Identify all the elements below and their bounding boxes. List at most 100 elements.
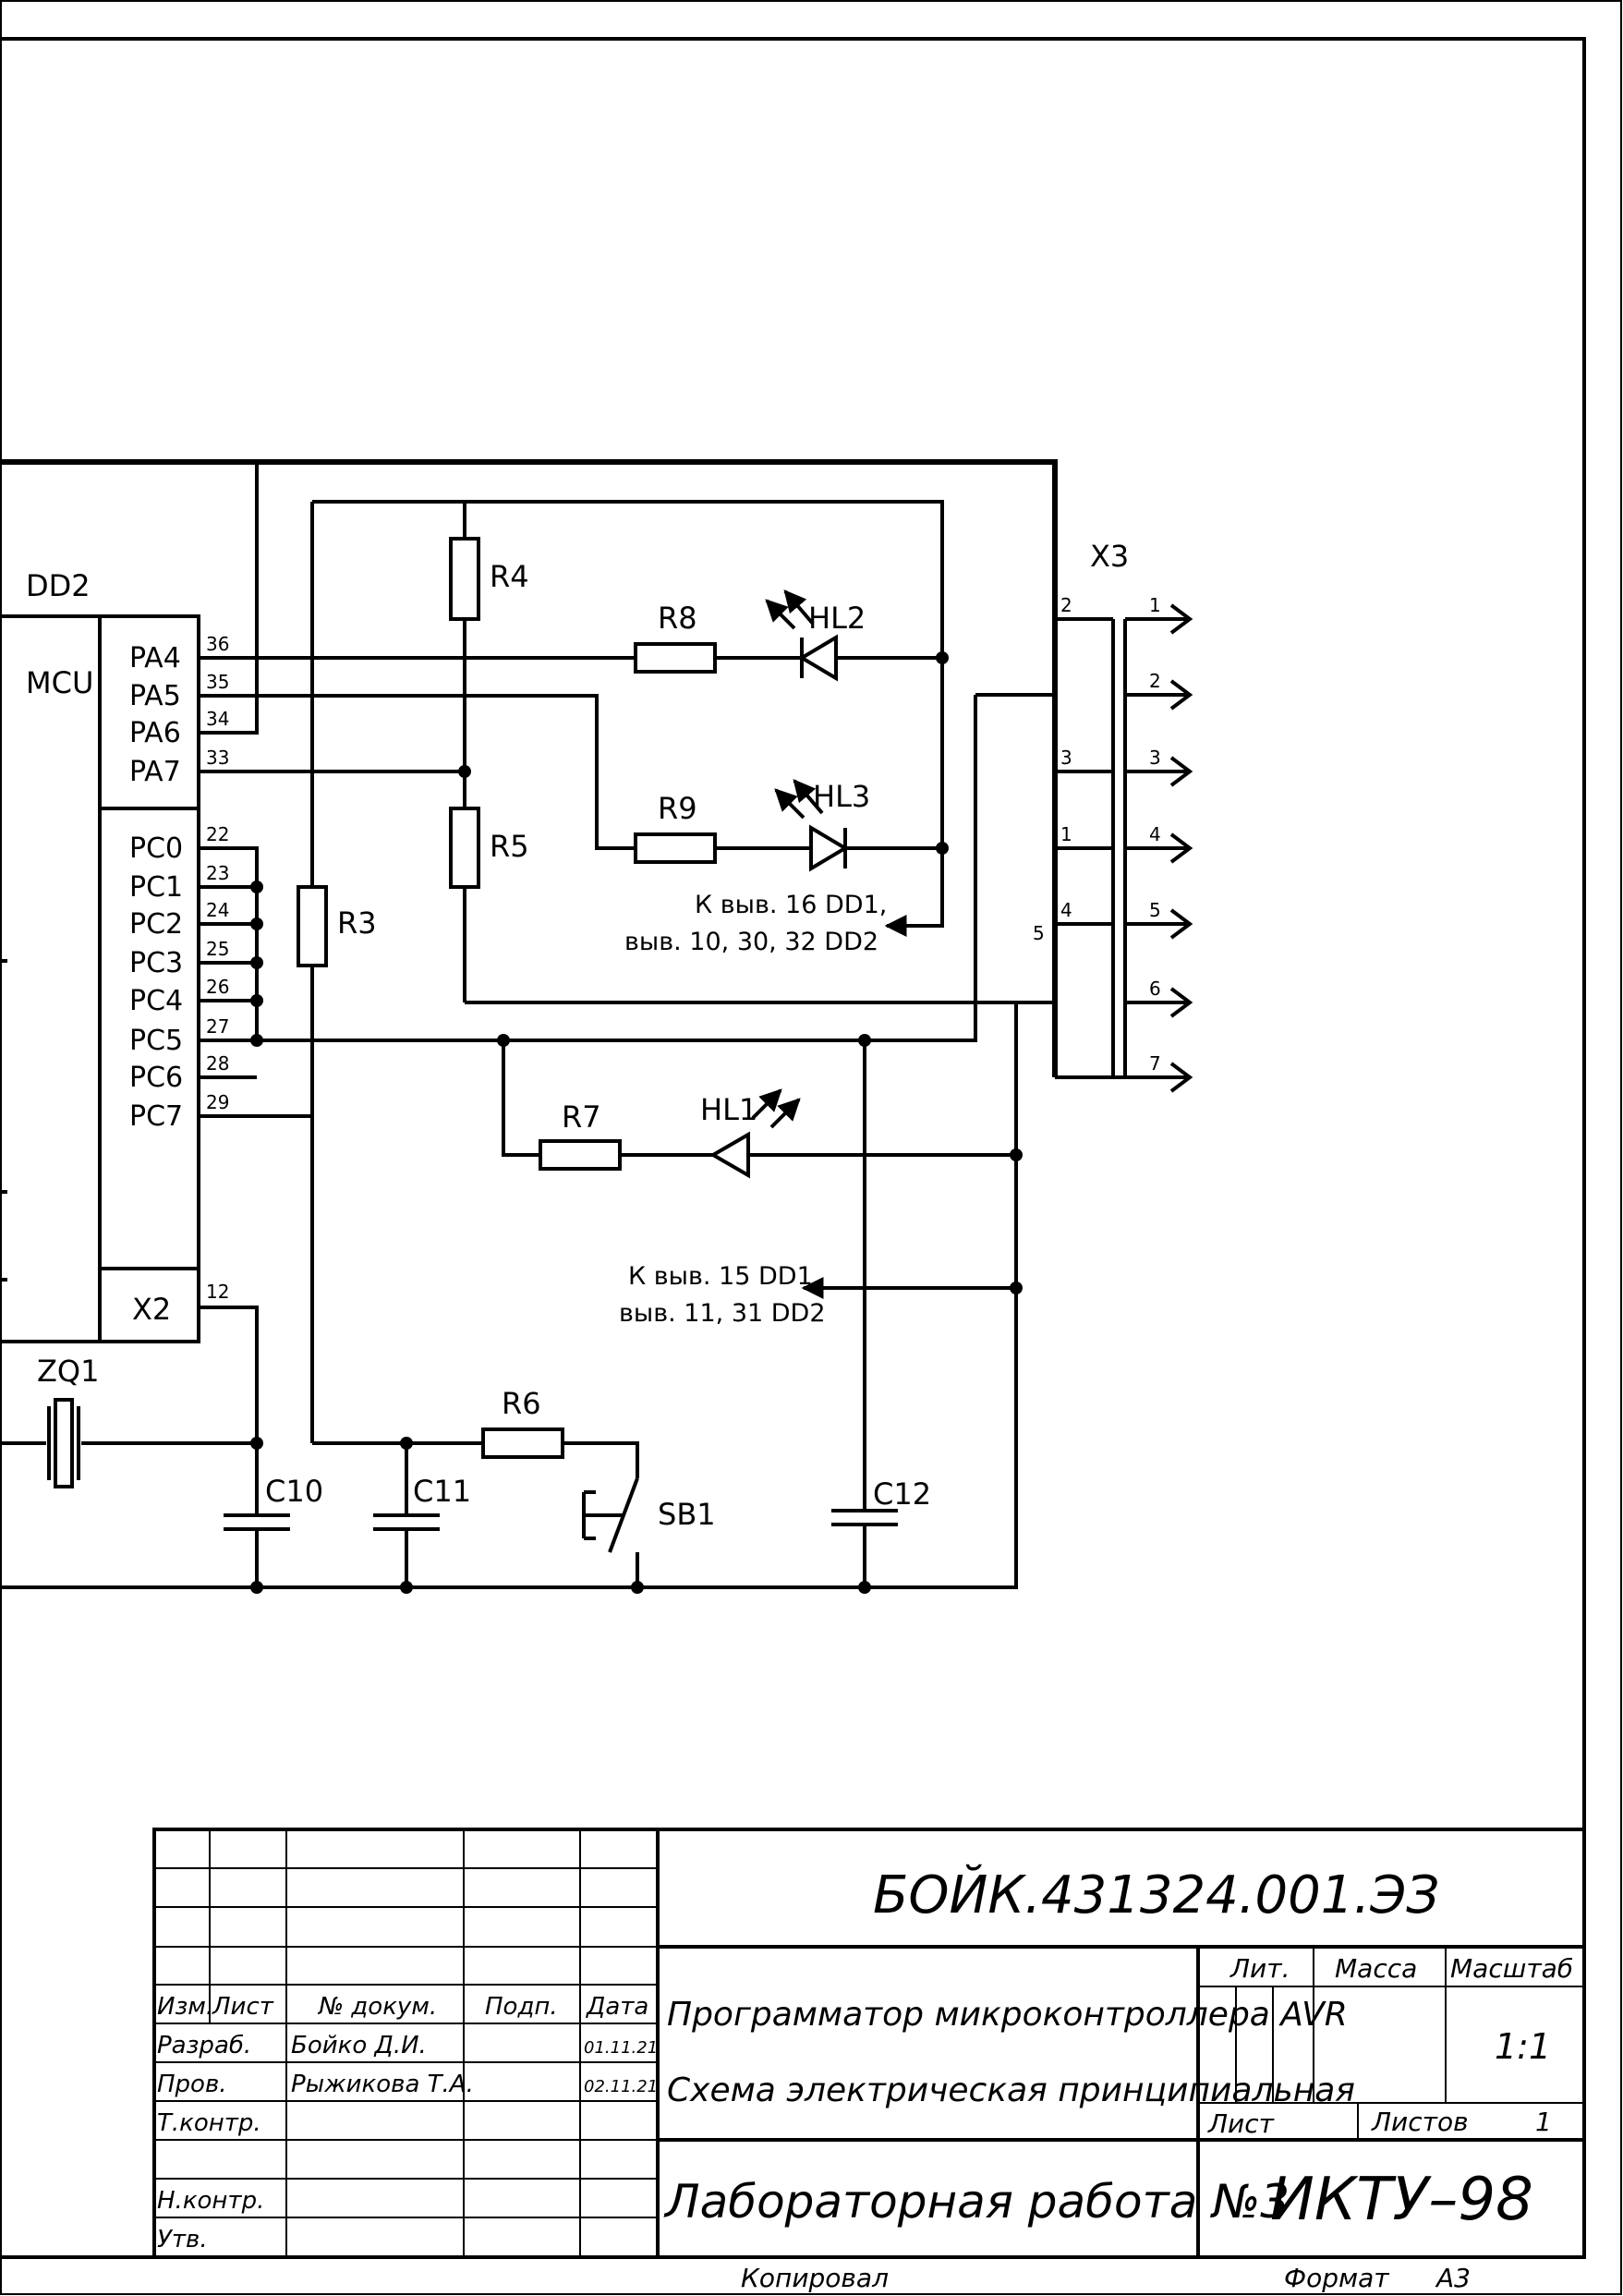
c12-label: C12 — [873, 1476, 931, 1512]
title-block: БОЙК.431324.001.ЭЗ Программатор микрокон… — [152, 1828, 1586, 2293]
pin-name-pa7: PA7 — [129, 756, 181, 788]
sheets-label: Листов — [1371, 2107, 1469, 2137]
pin-name-pc6: PC6 — [129, 1062, 183, 1094]
gnd-note-line2: выв. 11, 31 DD2 — [619, 1299, 826, 1328]
x3-right-pin-3: 3 — [1149, 747, 1161, 769]
vcc-note-line1: К выв. 16 DD1, — [695, 891, 887, 919]
col-podp: Подп. — [485, 1993, 558, 2021]
r9-label: R9 — [658, 791, 697, 826]
pa4-led-branch: R8 HL2 — [199, 589, 942, 682]
x3-output-arrow-4 — [1169, 832, 1193, 864]
led-hl2 — [798, 634, 838, 682]
x3-left-pin-4: 4 — [1060, 899, 1072, 921]
scale-value: 1:1 — [1495, 2026, 1551, 2067]
hl3-label: HL3 — [813, 779, 870, 814]
x3-left-pin-3: 3 — [1060, 747, 1072, 769]
x3-right-pin-1: 1 — [1149, 594, 1161, 616]
razrab-name: Бойко Д.И. — [291, 2032, 427, 2059]
pin-number-22: 22 — [206, 823, 229, 845]
x3-output-arrow-7 — [1169, 1062, 1193, 1093]
col-list: Лист — [212, 1993, 274, 2021]
reset-and-clock: ZQ1 C10 C11 R6 SB1 — [0, 1354, 716, 1587]
c11-label: C11 — [413, 1474, 471, 1509]
pin-number-24: 24 — [206, 899, 229, 921]
r3-label: R3 — [337, 905, 377, 941]
resistor-r8 — [634, 642, 717, 674]
pin-number-28: 28 — [206, 1052, 229, 1075]
resistor-r5 — [449, 807, 480, 889]
sb1-label: SB1 — [658, 1497, 716, 1532]
prov-name: Рыжикова Т.А. — [291, 2071, 474, 2098]
lit-label: Лит. — [1229, 1953, 1290, 1984]
r6-label: R6 — [502, 1386, 541, 1421]
x3-right-pin-5: 5 — [1149, 899, 1161, 921]
x3-left-pin-1: 1 — [1060, 823, 1072, 845]
r4-label: R4 — [490, 559, 529, 594]
gnd-note-line1: К выв. 15 DD1, — [628, 1262, 820, 1291]
r8-label: R8 — [658, 601, 697, 636]
group-code: ИКТУ–98 — [1270, 2166, 1533, 2234]
col-dokum: № докум. — [317, 1993, 437, 2021]
hl2-label: HL2 — [808, 601, 866, 636]
row-nkontr: Н.контр. — [157, 2187, 264, 2215]
r7-label: R7 — [562, 1099, 601, 1135]
copied-label: Копировал — [741, 2263, 889, 2293]
led-hl1 — [709, 1131, 750, 1179]
pin-number-33: 33 — [206, 747, 229, 769]
x3-right-pin-4: 4 — [1149, 823, 1161, 845]
sheets-count: 1 — [1535, 2107, 1552, 2137]
x3-output-arrow-3 — [1169, 756, 1193, 787]
sheet-label: Лист — [1207, 2108, 1275, 2139]
x3-right-pin-2: 2 — [1149, 670, 1161, 692]
pin-name-pc7: PC7 — [129, 1100, 183, 1133]
format-value: А3 — [1435, 2263, 1471, 2293]
resistor-r9 — [634, 832, 717, 864]
title-line-1: Программатор микроконтроллера AVR — [667, 1996, 1348, 2034]
x3-right-pin-7: 7 — [1149, 1052, 1161, 1075]
pin-name-pc5: PC5 — [129, 1025, 183, 1057]
pin-name-pa4: PA4 — [129, 642, 181, 674]
pin-name-pc0: PC0 — [129, 832, 183, 865]
pin-name-pa5: PA5 — [129, 680, 181, 712]
supply-wires — [0, 459, 1175, 1443]
pin-number-25: 25 — [206, 938, 229, 960]
pin-name-pc2: PC2 — [129, 908, 183, 941]
masshtab-label: Масштаб — [1450, 1953, 1573, 1984]
x3-output-arrow-6 — [1169, 987, 1193, 1018]
pin-number-34: 34 — [206, 708, 229, 730]
format-label: Формат — [1284, 2263, 1389, 2293]
mcu-label: MCU — [26, 665, 93, 700]
document-code: БОЙК.431324.001.ЭЗ — [873, 1865, 1439, 1925]
pin-number-26: 26 — [206, 976, 229, 998]
title-line-2: Схема электрическая принципиальная — [667, 2071, 1355, 2109]
resistor-r3 — [297, 885, 328, 967]
dd2-label: DD2 — [26, 568, 91, 603]
x3-output-arrow-5 — [1169, 908, 1193, 940]
col-izm: Изм. — [157, 1993, 213, 2021]
gnd-rail — [0, 1002, 1018, 1589]
prov-date: 02.11.21 — [584, 2077, 658, 2096]
pin-name-pc1: PC1 — [129, 871, 183, 904]
x3-left-pin-5: 5 — [1033, 922, 1045, 944]
resistor-r6 — [481, 1427, 564, 1459]
hl1-label: HL1 — [700, 1092, 757, 1127]
resistor-r7 — [539, 1139, 622, 1171]
row-utv: Утв. — [157, 2226, 208, 2253]
col-data: Дата — [586, 1993, 648, 2021]
x3-output-arrow-1 — [1169, 603, 1193, 635]
x3-label: X3 — [1090, 539, 1129, 574]
x2-pin-number: 12 — [206, 1281, 229, 1303]
vcc-note-line2: выв. 10, 30, 32 DD2 — [624, 928, 878, 956]
row-tkontr: Т.контр. — [157, 2109, 261, 2137]
zq1-label: ZQ1 — [37, 1354, 99, 1389]
led-hl3 — [809, 824, 849, 872]
pc-port-wires — [199, 846, 312, 1443]
massa-label: Масса — [1335, 1953, 1417, 1984]
c10-label: C10 — [265, 1474, 323, 1509]
